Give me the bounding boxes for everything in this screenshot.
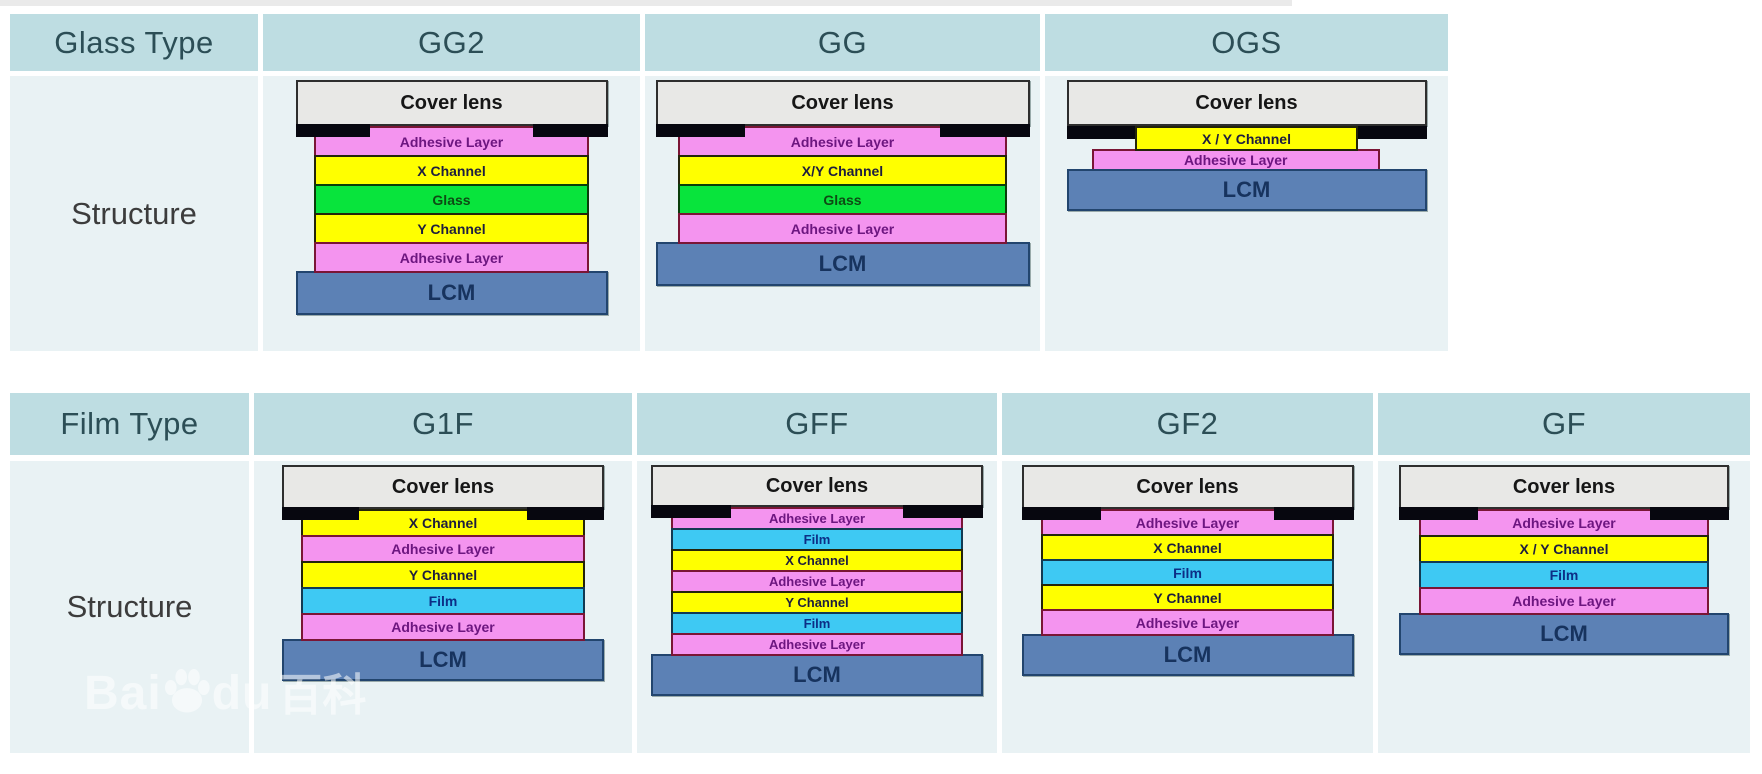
- bezel-ink-right: [526, 507, 604, 520]
- bezel-ink-right: [532, 124, 608, 137]
- column-header-gff: GFF: [637, 393, 997, 455]
- bezel-and-sensor-row: X / Y Channel: [1066, 126, 1427, 151]
- layer-cover-lens: Cover lens: [651, 465, 983, 507]
- layer-cover-lens: Cover lens: [282, 465, 604, 509]
- layer-channel: X / Y Channel: [1418, 535, 1710, 563]
- bezel-ink-right: [1649, 507, 1729, 520]
- film-type-table: Film Type G1F GFF GF2 GF Structure Cover…: [10, 393, 1750, 753]
- layer-lcm: LCM: [282, 639, 604, 681]
- watermark-text-bai: Bai: [84, 667, 162, 720]
- layer-channel: X/Y Channel: [677, 155, 1008, 186]
- layer-adhesive: Adhesive Layer: [670, 633, 964, 656]
- bezel-ink-left: [295, 124, 371, 137]
- layer-lcm: LCM: [1066, 169, 1427, 211]
- layer-cover-lens: Cover lens: [1066, 80, 1427, 126]
- layer-adhesive: Adhesive Layer: [301, 613, 585, 641]
- layer-film: Film: [670, 528, 964, 551]
- layer-lcm: LCM: [295, 271, 608, 315]
- layer-adhesive: Adhesive Layer: [1418, 587, 1710, 615]
- layer-channel: X Channel: [314, 155, 589, 186]
- layer-lcm: LCM: [1021, 634, 1354, 676]
- column-header-g1f: G1F: [254, 393, 632, 455]
- layer-channel: X Channel: [670, 549, 964, 572]
- layer-lcm: LCM: [651, 654, 983, 696]
- layer-adhesive: Adhesive Layer: [314, 242, 589, 273]
- layer-xy-channel: X / Y Channel: [1134, 126, 1359, 151]
- film-type-header: Film Type: [10, 393, 249, 455]
- column-header-gg: GG: [645, 14, 1040, 71]
- bezel-ink-left: [1066, 126, 1153, 139]
- layer-channel: Y Channel: [1041, 584, 1334, 611]
- bezel-ink-right: [903, 505, 983, 518]
- layer-channel: Y Channel: [670, 591, 964, 614]
- baidu-paw-icon: [164, 668, 210, 713]
- bezel-ink-left: [1399, 507, 1479, 520]
- layer-glass: Glass: [314, 184, 589, 215]
- layer-cover-lens: Cover lens: [1021, 465, 1354, 509]
- layer-film: Film: [301, 587, 585, 615]
- layer-adhesive: Adhesive Layer: [301, 535, 585, 563]
- bezel-ink-right: [1340, 126, 1427, 139]
- layer-channel: Y Channel: [301, 561, 585, 589]
- layer-film: Film: [1418, 561, 1710, 589]
- layer-lcm: LCM: [1399, 613, 1729, 655]
- layer-film: Film: [670, 612, 964, 635]
- glass-type-header: Glass Type: [10, 14, 258, 71]
- baidu-baike-watermark: Bai du 百科: [84, 662, 366, 718]
- layer-channel: X Channel: [1041, 534, 1334, 561]
- bezel-ink-right: [1273, 507, 1354, 520]
- layer-cover-lens: Cover lens: [295, 80, 608, 126]
- glass-structure-label: Structure: [10, 76, 258, 351]
- layer-adhesive: Adhesive Layer: [1091, 149, 1380, 171]
- column-header-ogs: OGS: [1045, 14, 1448, 71]
- layer-film: Film: [1041, 559, 1334, 586]
- watermark-text-baike: 百科: [278, 671, 367, 720]
- layer-glass: Glass: [677, 184, 1008, 215]
- bezel-ink-right: [939, 124, 1030, 137]
- layer-adhesive: Adhesive Layer: [670, 570, 964, 593]
- watermark-text-du: du: [211, 667, 273, 720]
- layer-adhesive: Adhesive Layer: [677, 213, 1008, 244]
- column-header-gf2: GF2: [1002, 393, 1373, 455]
- bezel-ink-left: [1021, 507, 1102, 520]
- layer-cover-lens: Cover lens: [1399, 465, 1729, 509]
- bezel-ink-left: [282, 507, 360, 520]
- layer-adhesive: Adhesive Layer: [1041, 609, 1334, 636]
- bezel-ink-left: [651, 505, 731, 518]
- film-structure-label: Structure: [10, 461, 249, 753]
- glass-type-table: Glass Type GG2 GG OGS Structure Cover le…: [10, 14, 1448, 351]
- bezel-ink-left: [655, 124, 746, 137]
- layer-channel: Y Channel: [314, 213, 589, 244]
- image-top-edge-artifact: [0, 0, 1292, 6]
- column-header-gf: GF: [1378, 393, 1750, 455]
- layer-lcm: LCM: [655, 242, 1030, 286]
- layer-cover-lens: Cover lens: [655, 80, 1030, 126]
- column-header-gg2: GG2: [263, 14, 640, 71]
